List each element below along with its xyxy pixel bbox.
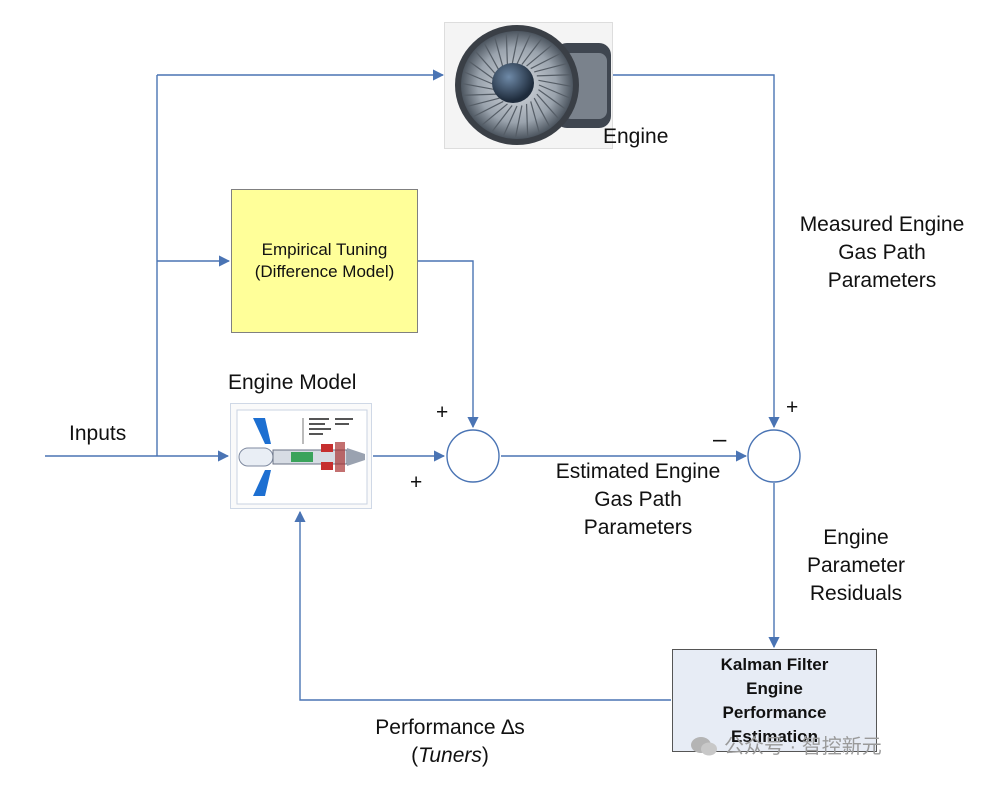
tuners-open-paren: ( [411, 744, 419, 767]
tuning-label-line1: Empirical Tuning [261, 240, 388, 259]
estimated-line3: Parameters [583, 516, 693, 539]
watermark-text: 公众号 · 智控新元 [724, 736, 882, 758]
turbofan-icon [455, 25, 611, 145]
residuals-line2: Parameter [806, 554, 906, 577]
residuals-label: Engine Parameter Residuals [786, 524, 926, 608]
fan-blade [536, 93, 559, 119]
inputs-label: Inputs [69, 422, 127, 445]
estimated-parameters-label: Estimated Engine Gas Path Parameters [538, 458, 738, 542]
tuning-label-line2: (Difference Model) [254, 262, 395, 281]
fan-blade [538, 79, 572, 87]
fan-blade [515, 105, 523, 138]
measured-line1: Measured Engine [799, 213, 965, 236]
fan-blade [538, 84, 570, 99]
plus-sign-model: + [410, 471, 423, 494]
sum-junction-estimate [446, 429, 500, 483]
plus-sign-measured: + [786, 396, 799, 419]
plus-sign-tuning: + [436, 401, 449, 424]
fan-blade [534, 63, 567, 73]
kalman-label-line3: Performance [722, 702, 827, 722]
measured-to-sum-arrow [613, 74, 780, 429]
estimated-line2: Gas Path [594, 488, 682, 511]
kalman-label-line1: Kalman Filter [720, 654, 829, 674]
sum-junction-residual [747, 429, 801, 483]
tuners-word: Tuners [418, 744, 482, 767]
fan-blade [464, 93, 498, 96]
engine-label: Engine [603, 125, 669, 148]
fan-blade [533, 97, 551, 127]
kalman-label-line4: Estimation [731, 726, 818, 746]
measured-parameters-label: Measured Engine Gas Path Parameters [782, 211, 982, 295]
fan-blade [516, 34, 531, 65]
tuning-to-sum-arrow [418, 260, 479, 429]
watermark: 公众号 · 智控新元 [690, 730, 882, 759]
tuners-close-paren: ) [481, 744, 489, 767]
fan-blade [530, 101, 540, 133]
tuners-feedback-arrow [294, 510, 671, 701]
fan-blade [525, 103, 529, 136]
fan-blade [521, 38, 543, 65]
kalman-filter-block: Kalman Filter Engine Performance Estimat… [672, 649, 877, 752]
estimated-line1: Estimated Engine [555, 460, 721, 483]
fan-blade [473, 100, 504, 117]
engine-schematic-icon [236, 409, 368, 505]
performance-tuners-label: Performance ∆s (Tuners) [350, 714, 550, 770]
engine-model-label: Engine Model [228, 371, 357, 394]
fan-blade [483, 43, 501, 73]
empirical-tuning-block: Empirical Tuning (Difference Model) [231, 189, 418, 333]
residuals-line1: Engine [823, 526, 889, 549]
minus-sign-estimated: – [713, 426, 727, 453]
fan-blade [468, 60, 496, 81]
kalman-label-line2: Engine [746, 678, 803, 698]
engine-image [444, 22, 613, 149]
fan-blade [536, 74, 570, 77]
performance-line: Performance ∆s [375, 716, 525, 739]
measured-line2: Gas Path [838, 241, 926, 264]
fan-blade [464, 71, 496, 86]
fan-blade [530, 53, 561, 70]
fan-blade [481, 103, 508, 126]
fan-blade [494, 37, 504, 69]
fan-blade [511, 32, 519, 65]
fan-blade [526, 44, 553, 67]
fan-blade [475, 51, 498, 77]
wechat-icon [691, 737, 717, 756]
fan-blade [467, 97, 500, 107]
fan-blade [462, 83, 496, 91]
residuals-line3: Residuals [809, 582, 903, 605]
measured-line3: Parameters [827, 269, 937, 292]
fan-blade [505, 34, 509, 67]
fan-blade [503, 105, 518, 136]
fan-blade [538, 89, 566, 110]
fan-blade [491, 105, 513, 132]
engine-model-image [230, 403, 372, 509]
tuners-line: (Tuners) [350, 742, 550, 770]
